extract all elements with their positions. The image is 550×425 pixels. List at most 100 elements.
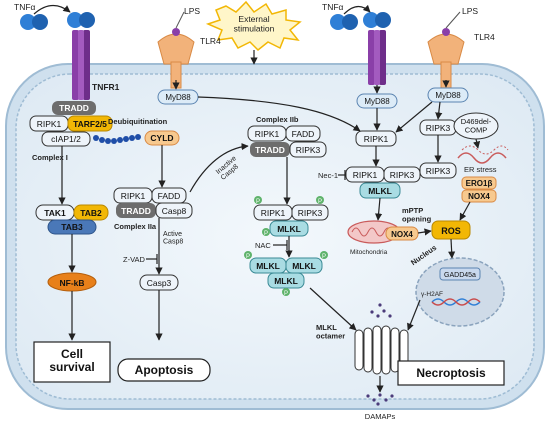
ripk1-iia-label: RIPK1: [121, 191, 146, 201]
lps-stem-left: [175, 11, 185, 29]
ros: ROS: [431, 220, 471, 240]
phospho-n1-c-label: P: [264, 231, 268, 237]
cell-membrane-inner: [15, 73, 535, 400]
tnfr1-left: TNFα TNFR1: [14, 2, 120, 100]
arrow-myd88-right-ripk1: [395, 101, 433, 133]
tnf-ligand-right-a: [330, 14, 346, 30]
er-membrane-2: [461, 145, 509, 155]
ciap-label: cIAP1/2: [51, 134, 81, 144]
ripk3-mid-label: RIPK3: [390, 170, 415, 180]
cell-survival-box: [33, 341, 111, 383]
phospho-o-c-label: P: [284, 291, 288, 297]
pore-rod-5: [390, 327, 400, 373]
necroptosis-label: Necroptosis: [416, 366, 486, 380]
tradd-iia-box: [116, 203, 156, 218]
tnfr1-label: TNFR1: [92, 82, 120, 92]
tnfr1-right: TNFα: [322, 2, 391, 85]
complex-iib: Complex IIb RIPK1 FADD TRADD RIPK3: [247, 115, 327, 158]
outcome-apoptosis: Apoptosis: [117, 358, 211, 382]
myd88-right-box: [427, 87, 469, 103]
ubiquitin-4: [111, 138, 117, 144]
tlr4-right-body: [427, 33, 465, 65]
ubiquitin-2: [99, 137, 105, 143]
lps-label-left: LPS: [184, 6, 200, 16]
mitochondria-label: Mitochondria: [350, 249, 388, 256]
complex-iib-label: Complex IIb: [256, 115, 299, 124]
myd88-right-label: MyD88: [435, 91, 461, 100]
damp-dot-9: [384, 398, 388, 402]
tarf-box: [67, 115, 113, 132]
cyld-label: CYLD: [150, 133, 173, 143]
phospho-o-a: [244, 251, 252, 259]
ripk1-n1-label: RIPK1: [261, 208, 286, 218]
tnfr1-right-stalk-a: [368, 30, 375, 85]
nox4-mito-label: NOX4: [391, 230, 413, 239]
complex-i-label: Complex I: [32, 153, 68, 162]
mlkl-oligomer: MLKL MLKL MLKL P P P: [244, 251, 328, 297]
pore-rod-3: [372, 325, 382, 375]
nox4-er-label: NOX4: [468, 192, 490, 201]
cell: [5, 63, 545, 410]
complex-iia-label: Complex IIa: [114, 222, 157, 231]
nfkb-label: NF-kB: [59, 278, 84, 288]
gadd45a-box: [439, 267, 481, 281]
zvad-label: Z-VAD: [123, 255, 146, 264]
ripk3-r2-label: RIPK3: [426, 166, 451, 176]
er-stress-label: ER stress: [464, 165, 497, 174]
ubiquitin-5: [117, 137, 123, 143]
necrosome-left: RIPK1 RIPK3 MLKL P P P: [253, 196, 329, 237]
pore-rod-1: [354, 329, 364, 371]
lps-stem-right: [445, 11, 461, 29]
damp-dot-2: [376, 314, 380, 318]
d469-label: D469del-COMP: [461, 117, 492, 134]
damp-dot-6: [366, 394, 370, 398]
lps-ligand-left: [172, 28, 180, 36]
arrow-iia-iib: [189, 142, 249, 193]
tnfr1-left-stalk-c: [78, 30, 84, 100]
ubiquitin-6: [123, 136, 129, 142]
mlkl-mid-label: MLKL: [368, 186, 392, 196]
phospho-n1-b-label: P: [318, 199, 322, 205]
tab2-label: TAB2: [80, 208, 102, 218]
deubiquitination-label: Deubiquitination: [108, 117, 168, 126]
phospho-o-c: [282, 288, 290, 296]
gammah2ax-label: γ-H2AF: [421, 291, 443, 298]
tnf-label-left: TNFα: [14, 2, 36, 12]
tnfr1-right-stalk-b: [379, 30, 386, 85]
nox4-mito-box: [385, 226, 419, 241]
apoptosis-box: [117, 358, 211, 382]
inhibition-bars: [146, 170, 346, 264]
arrow-mlkl-mito: [375, 197, 383, 221]
ubiquitin-3: [105, 138, 111, 144]
er-membrane: [457, 152, 507, 164]
tnf-ligand-bound-left-a: [67, 12, 83, 28]
nox4-er-box: [461, 189, 497, 203]
ripk3-r2: RIPK3: [419, 162, 457, 179]
phospho-o-b-label: P: [322, 254, 326, 260]
pore-rod-4: [381, 325, 391, 375]
arrow-er-ros: [459, 201, 471, 221]
fadd-iib-label: FADD: [292, 129, 315, 139]
ero1b-box: [461, 176, 497, 190]
arrow-mito-ros: [417, 228, 432, 236]
ripk3-iib-label: RIPK3: [296, 145, 321, 155]
tnf-ligand-right-b: [342, 14, 358, 30]
tnf-label-right: TNFα: [322, 2, 344, 12]
ripk1-mid-label: RIPK1: [353, 170, 378, 180]
nfkb: NF-kB: [47, 272, 97, 292]
tak1-complex: TAK1 TAB2 TAB3: [35, 204, 109, 235]
arrow-nucleus-pore: [407, 299, 421, 331]
casp3-label: Casp3: [147, 278, 172, 288]
tradd-iib-box: [250, 142, 290, 157]
ubiquitin-7: [129, 135, 135, 141]
ripk3-iib-box: [289, 141, 327, 158]
tradd-c1-box: [52, 101, 96, 115]
tradd-c1-label: TRADD: [59, 103, 89, 113]
tnfr1-left-stalk-b: [83, 30, 90, 100]
nucleus: Nucleus GADD45a γ-H2AF: [409, 243, 505, 327]
tlr4-left-body: [157, 33, 195, 65]
fadd-iib-box: [285, 125, 321, 142]
damp-dots-bottom: [366, 393, 394, 406]
